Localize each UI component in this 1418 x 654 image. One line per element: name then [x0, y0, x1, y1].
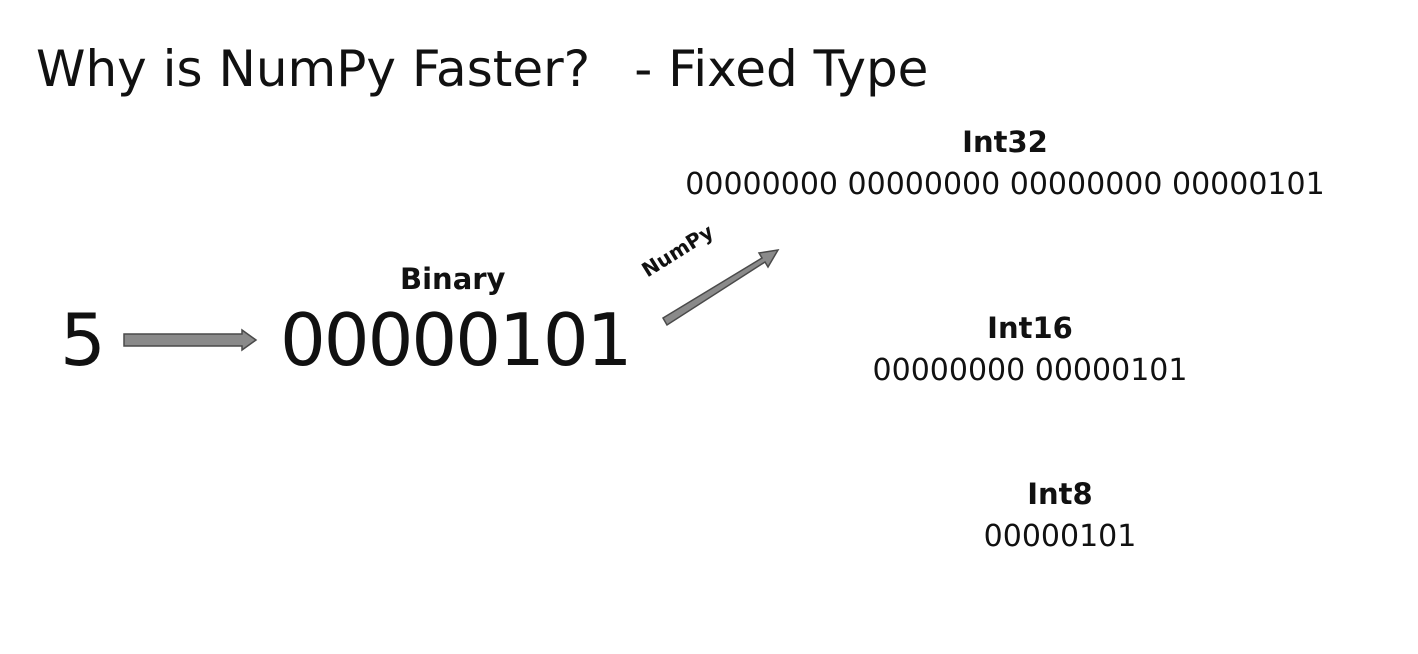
type-name: Int8 — [1027, 477, 1093, 511]
title-main: Why is NumPy Faster? — [36, 40, 591, 98]
type-bits: 00000101 — [983, 519, 1137, 554]
slide-title: Why is NumPy Faster? - Fixed Type — [36, 38, 928, 100]
type-block-int8: Int8 00000101 — [960, 476, 1160, 556]
type-name: Int16 — [987, 311, 1073, 345]
binary-label: Binary — [400, 262, 506, 296]
type-block-int16: Int16 00000000 00000101 — [840, 310, 1220, 390]
type-name: Int32 — [962, 125, 1048, 159]
type-bits: 00000000 00000000 00000000 00000101 — [685, 167, 1325, 202]
type-bits: 00000000 00000101 — [872, 353, 1188, 388]
title-sub: - Fixed Type — [634, 40, 929, 98]
right-arrow-icon — [123, 328, 258, 352]
decimal-number: 5 — [60, 298, 106, 382]
diagonal-arrow-icon — [661, 249, 780, 327]
binary-value: 00000101 — [280, 298, 632, 382]
type-block-int32: Int32 00000000 00000000 00000000 0000010… — [660, 124, 1350, 204]
